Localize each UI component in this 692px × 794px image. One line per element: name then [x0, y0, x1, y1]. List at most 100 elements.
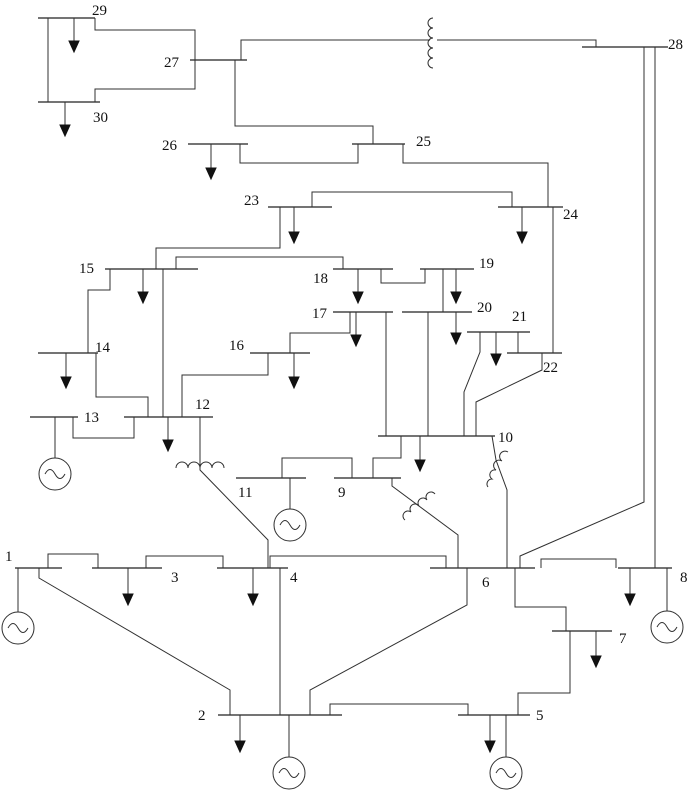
line-2-6 — [309, 568, 468, 715]
load-arrow-3-icon — [122, 568, 134, 607]
line-6-8 — [540, 558, 617, 568]
line-15-18 — [175, 256, 344, 269]
bus-bars — [15, 17, 672, 716]
load-arrow-18-icon — [352, 269, 364, 305]
bus-label-17: 17 — [312, 306, 328, 322]
bus-label-4: 4 — [290, 570, 298, 586]
line-4-6 — [269, 555, 447, 568]
line-6-28 — [519, 47, 645, 568]
transformers — [175, 17, 509, 521]
transformer-27-28-icon — [427, 17, 434, 69]
line-9-10 — [372, 436, 402, 478]
line-9-11 — [281, 457, 353, 478]
load-arrow-29-icon — [68, 18, 80, 54]
bus-label-28: 28 — [668, 37, 683, 53]
load-arrow-8-icon — [624, 568, 636, 607]
bus-label-9: 9 — [338, 485, 346, 501]
bus-label-14: 14 — [95, 340, 111, 356]
load-arrow-21-icon — [490, 332, 502, 367]
generator-11-icon — [273, 478, 307, 542]
bus-label-3: 3 — [171, 570, 179, 586]
line-12-13 — [72, 417, 135, 439]
line-3-4 — [145, 555, 224, 568]
load-arrow-17-icon — [350, 312, 362, 348]
bus-label-30: 30 — [93, 110, 108, 126]
transformer-6-9-icon — [402, 491, 436, 521]
load-arrow-10-icon — [414, 436, 426, 473]
line-12-14 — [95, 353, 149, 417]
line-10-22 — [475, 353, 543, 436]
line-25-27 — [234, 60, 374, 144]
bus-label-8: 8 — [680, 570, 688, 586]
load-arrow-4-icon — [247, 568, 259, 607]
line-14-15 — [87, 269, 111, 353]
line-27-28-left — [240, 39, 430, 60]
load-arrow-16-icon — [288, 353, 300, 390]
bus-label-15: 15 — [79, 261, 94, 277]
load-arrow-23-icon — [288, 207, 300, 245]
generator-13-icon — [38, 417, 72, 491]
bus-label-18: 18 — [313, 271, 328, 287]
bus-label-5: 5 — [536, 708, 544, 724]
bus-label-21: 21 — [512, 309, 527, 325]
load-arrow-7-icon — [590, 631, 602, 669]
line-27-28-right — [437, 39, 597, 47]
line-6-9 — [391, 478, 459, 568]
bus-label-26: 26 — [162, 138, 178, 154]
line-16-17 — [289, 312, 351, 353]
line-23-24 — [311, 191, 513, 207]
bus-label-23: 23 — [244, 193, 259, 209]
bus-label-10: 10 — [498, 430, 513, 446]
line-1-2 — [38, 568, 231, 715]
bus-label-25: 25 — [416, 134, 431, 150]
loads — [59, 18, 636, 754]
line-27-29 — [94, 18, 196, 60]
line-2-5 — [329, 703, 469, 715]
bus-label-16: 16 — [229, 338, 245, 354]
generators — [1, 417, 684, 790]
bus-label-29: 29 — [92, 3, 107, 19]
line-25-26 — [239, 144, 359, 164]
line-15-23 — [155, 207, 281, 269]
line-1-3 — [47, 553, 99, 568]
load-arrow-2-icon — [234, 715, 246, 754]
bus-labels: 1 2 3 4 5 6 7 8 9 10 11 12 13 14 15 16 1… — [5, 3, 688, 724]
line-18-19 — [380, 269, 426, 284]
bus-label-22: 22 — [543, 360, 558, 376]
line-6-10 — [491, 435, 508, 568]
load-arrow-30-icon — [59, 102, 71, 138]
bus-label-11: 11 — [238, 485, 252, 501]
generator-8-icon — [650, 568, 684, 644]
bus-label-20: 20 — [477, 300, 492, 316]
load-arrow-14-icon — [60, 353, 72, 390]
bus-label-1: 1 — [5, 549, 13, 565]
transformer-4-12-icon — [175, 461, 225, 469]
load-arrow-15-icon — [137, 269, 149, 305]
line-5-7 — [517, 631, 571, 715]
generator-2-icon — [272, 715, 306, 790]
load-arrow-20-icon — [450, 312, 462, 346]
bus-label-19: 19 — [479, 256, 494, 272]
line-24-25 — [402, 144, 549, 207]
load-arrow-12-icon — [162, 417, 174, 453]
line-6-7 — [514, 568, 567, 631]
load-arrow-19-icon — [450, 269, 462, 305]
load-arrow-24-icon — [516, 207, 528, 245]
line-27-30 — [94, 60, 196, 102]
bus-label-6: 6 — [482, 575, 490, 591]
transmission-lines — [38, 18, 656, 715]
bus-label-13: 13 — [84, 410, 99, 426]
bus-label-12: 12 — [195, 397, 210, 413]
bus-label-2: 2 — [198, 708, 206, 724]
load-arrow-5-icon — [484, 715, 496, 754]
line-10-21 — [463, 332, 481, 436]
load-arrow-26-icon — [205, 144, 217, 181]
transformer-6-10-icon — [486, 450, 509, 488]
line-4-12 — [199, 417, 269, 568]
generator-5-icon — [489, 715, 523, 790]
line-12-16 — [181, 353, 269, 417]
bus-label-7: 7 — [619, 631, 627, 647]
bus-label-27: 27 — [164, 55, 180, 71]
